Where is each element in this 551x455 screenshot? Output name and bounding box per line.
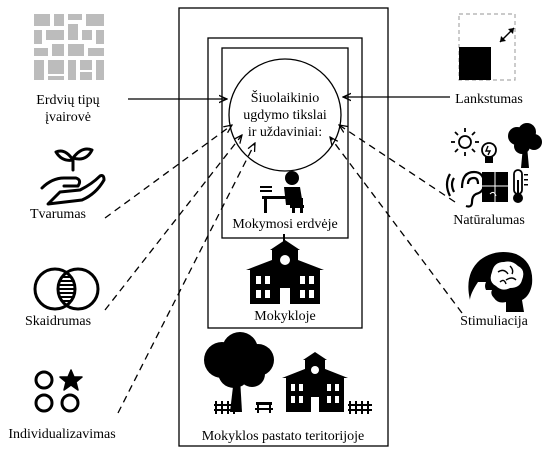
label-stimulation: Stimuliacija: [460, 314, 528, 329]
window-icon: [482, 172, 508, 202]
tree-icon: [204, 332, 274, 412]
goals-line-2: ugdymo tikslai: [243, 108, 327, 123]
thermometer-icon: [513, 169, 528, 203]
tree-small-icon: [508, 123, 542, 168]
arrow-individualization: [117, 143, 255, 414]
lightbulb-icon: [481, 142, 497, 163]
label-sustainability: Tvarumas: [30, 207, 86, 222]
school-building-icon: [246, 234, 324, 304]
label-variety-line1: Erdvių tipų: [36, 93, 99, 108]
outer-frame-territory: [178, 7, 389, 447]
arrow-transparency: [104, 135, 242, 311]
label-territory: Mokyklos pastato teritorijoje: [202, 429, 365, 444]
label-learning-space: Mokymosi erdvėje: [232, 217, 337, 232]
bench-icon: [255, 402, 273, 413]
goals-line-3: ir uždaviniai:: [248, 125, 322, 140]
label-variety-line2: įvairovė: [45, 110, 91, 125]
territory-school-icon: [282, 352, 348, 412]
shapes-icon: [34, 369, 83, 413]
goals-line-1: Šiuolaikinio: [251, 89, 319, 106]
spaces-grid-icon: [34, 14, 104, 80]
fence-icon: [214, 401, 372, 414]
arrow-stimulation: [330, 137, 463, 314]
arrow-naturalness: [339, 125, 456, 203]
sprout-hand-icon: [40, 147, 106, 206]
middle-frame-school: [207, 37, 363, 329]
arrow-sustainability: [104, 125, 232, 219]
label-individualization: Individualizavimas: [8, 427, 115, 442]
label-naturalness: Natūralumas: [453, 213, 525, 228]
label-transparency: Skaidrumas: [25, 314, 91, 329]
resize-square-icon: [458, 13, 516, 81]
label-flexibility: Lankstumas: [455, 92, 523, 107]
sun-icon: [451, 128, 479, 156]
venn-icon: [33, 267, 100, 311]
head-brain-icon: [468, 252, 533, 312]
student-desk-icon: [260, 171, 304, 213]
label-school: Mokykloje: [254, 309, 315, 324]
goals-circle: [228, 58, 342, 172]
ear-icon: [445, 170, 486, 208]
